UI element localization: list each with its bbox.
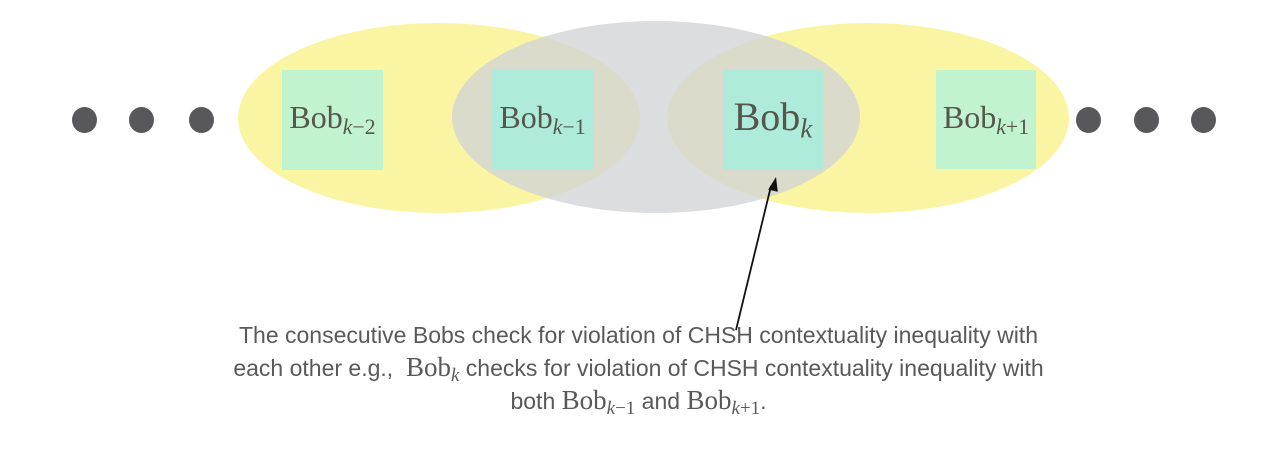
caption-line-2: each other e.g., Bobk checks for violati… bbox=[233, 352, 1044, 386]
continuation-dot-left-1 bbox=[72, 107, 97, 133]
node-label-bob-k-minus-2: Bobk−2 bbox=[289, 99, 376, 140]
node-label-bob-k-minus-1: Bobk−1 bbox=[499, 99, 586, 140]
caption-math-bob-k-plus-1: Bobk+1 bbox=[686, 385, 761, 419]
continuation-dot-left-2 bbox=[129, 107, 154, 133]
node-bob-k-plus-1: Bobk+1 bbox=[936, 70, 1036, 169]
caption-line-1: The consecutive Bobs check for violation… bbox=[238, 322, 1038, 348]
continuation-dot-right-3 bbox=[1191, 107, 1216, 133]
continuation-dot-left-3 bbox=[189, 107, 214, 133]
caption-math-bob-k: Bobk bbox=[405, 352, 460, 386]
node-bob-k-minus-1: Bobk−1 bbox=[492, 70, 593, 170]
continuation-dot-right-2 bbox=[1134, 107, 1159, 133]
figure-caption: The consecutive Bobs check for violation… bbox=[0, 319, 1277, 418]
caption-line-3: both Bobk−1 and Bobk+1. bbox=[510, 385, 767, 419]
continuation-dot-right-1 bbox=[1076, 107, 1101, 133]
caption-math-bob-k-minus-1: Bobk−1 bbox=[561, 385, 636, 419]
node-bob-k-minus-2: Bobk−2 bbox=[282, 70, 383, 170]
node-label-bob-k-plus-1: Bobk+1 bbox=[942, 98, 1030, 139]
node-label-bob-k: Bobk bbox=[733, 93, 813, 144]
node-bob-k: Bobk bbox=[723, 69, 823, 170]
